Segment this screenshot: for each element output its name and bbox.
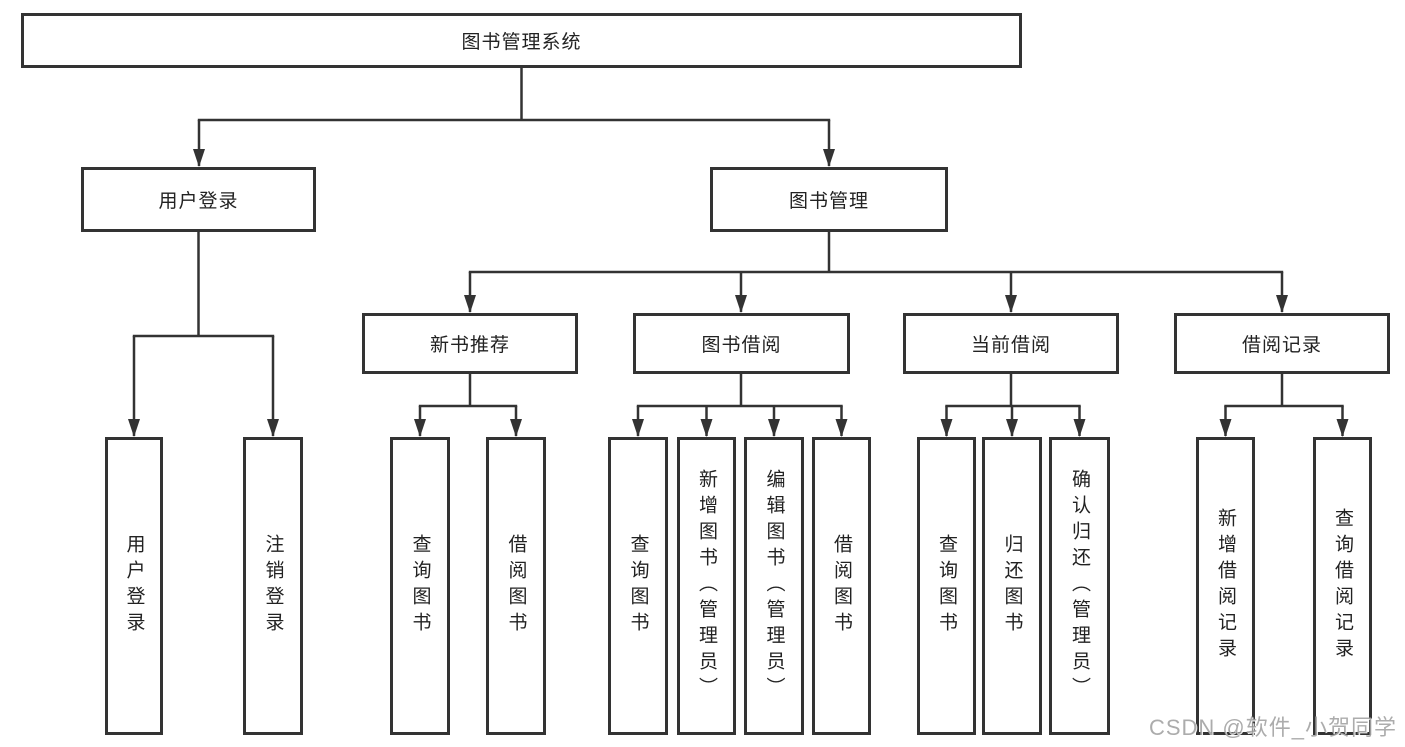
leaf-label: 查询图书: [409, 534, 431, 638]
leaf-label: 编辑图书（管理员）: [763, 469, 785, 703]
node-label: 借阅记录: [1241, 335, 1322, 356]
leaf-query-books-1: 查询图书: [390, 437, 450, 735]
node-label: 图书借阅: [701, 335, 782, 356]
node-label: 图书管理: [788, 191, 869, 212]
leaf-edit-books-admin: 编辑图书（管理员）: [744, 437, 804, 735]
leaf-label: 查询借阅记录: [1332, 508, 1353, 664]
leaf-label: 新增图书（管理员）: [696, 469, 717, 703]
leaf-borrow-books-1: 借阅图书: [486, 437, 546, 735]
connector-group-book-mgmt: [464, 232, 1288, 313]
leaf-label: 归还图书: [1001, 534, 1023, 638]
leaf-label: 借阅图书: [831, 534, 852, 638]
leaf-label: 确认归还（管理员）: [1069, 469, 1090, 703]
node-library-system: 图书管理系统: [21, 13, 1022, 68]
node-label: 用户登录: [158, 191, 239, 212]
connector-group-new-book: [414, 374, 522, 437]
leaf-confirm-return-admin: 确认归还（管理员）: [1049, 437, 1110, 735]
node-new-book-recommend: 新书推荐: [362, 313, 578, 374]
node-label: 当前借阅: [970, 335, 1051, 356]
leaf-user-login: 用户登录: [105, 437, 163, 735]
leaf-borrow-books-2: 借阅图书: [812, 437, 871, 735]
leaf-label: 新增借阅记录: [1215, 508, 1236, 664]
leaf-add-books-admin: 新增图书（管理员）: [677, 437, 736, 735]
connector-group-current: [940, 374, 1086, 437]
node-label: 新书推荐: [429, 335, 510, 356]
node-current-borrowing: 当前借阅: [903, 313, 1119, 374]
node-book-management: 图书管理: [710, 167, 948, 232]
leaf-label: 用户登录: [123, 534, 145, 638]
leaf-query-books-3: 查询图书: [917, 437, 976, 735]
leaf-logout: 注销登录: [243, 437, 303, 735]
connector-group-root: [193, 68, 835, 167]
node-borrowing-records: 借阅记录: [1174, 313, 1390, 374]
leaf-label: 查询图书: [936, 534, 957, 638]
connector-group-records: [1219, 374, 1349, 437]
connector-group-user-login: [128, 232, 279, 437]
node-book-borrowing: 图书借阅: [633, 313, 850, 374]
leaf-label: 查询图书: [627, 534, 649, 638]
node-label: 图书管理系统: [461, 32, 582, 53]
leaf-query-borrow-record: 查询借阅记录: [1313, 437, 1372, 735]
connector-group-borrowing: [632, 374, 848, 437]
leaf-label: 借阅图书: [505, 534, 527, 638]
leaf-query-books-2: 查询图书: [608, 437, 668, 735]
leaf-return-books: 归还图书: [982, 437, 1042, 735]
node-user-login: 用户登录: [81, 167, 316, 232]
leaf-add-borrow-record: 新增借阅记录: [1196, 437, 1255, 735]
csdn-watermark: CSDN @软件_小贺同学: [1148, 715, 1397, 740]
leaf-label: 注销登录: [262, 534, 284, 638]
